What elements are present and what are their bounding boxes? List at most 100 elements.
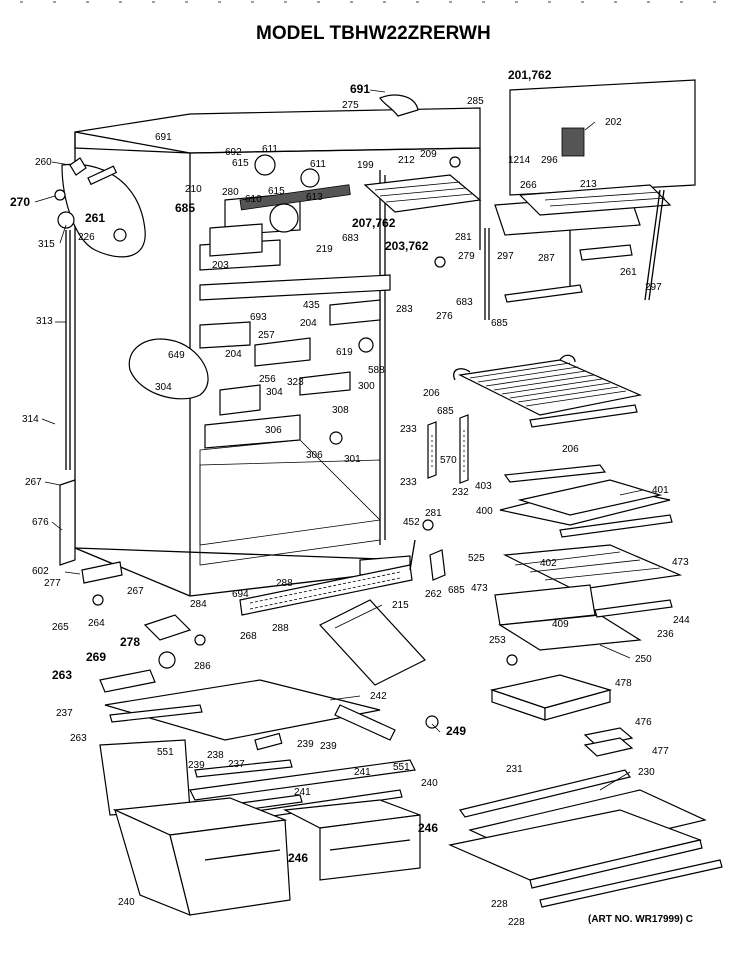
label-476: 476 — [635, 717, 652, 728]
label-204a: 204 — [300, 318, 317, 329]
glass-shelf-401 — [499, 464, 673, 538]
label-281b: 281 — [425, 508, 442, 519]
label-262: 262 — [425, 589, 442, 600]
label-228b: 228 — [508, 917, 525, 928]
label-219: 219 — [316, 244, 333, 255]
label-615b: 615 — [268, 186, 285, 197]
label-551b: 551 — [393, 762, 410, 773]
label-401: 401 — [652, 485, 669, 496]
label-478: 478 — [615, 678, 632, 689]
label-284: 284 — [190, 599, 207, 610]
label-296: 296 — [541, 155, 558, 166]
label-264: 264 — [88, 618, 105, 629]
label-435: 435 — [303, 300, 320, 311]
label-283: 283 — [396, 304, 413, 315]
label-267b: 267 — [127, 586, 144, 597]
label-323: 323 — [287, 377, 304, 388]
label-279: 279 — [458, 251, 475, 262]
label-691b: 691 — [155, 132, 172, 143]
model-title: MODEL TBHW22ZRERWH — [256, 23, 491, 44]
label-256: 256 — [259, 374, 276, 385]
crisper-drawer-left — [112, 797, 291, 916]
label-304b: 304 — [266, 387, 283, 398]
label-286: 286 — [194, 661, 211, 672]
label-213: 213 — [580, 179, 597, 190]
label-209: 209 — [420, 149, 437, 160]
label-588: 588 — [368, 365, 385, 376]
label-246b: 246 — [288, 851, 308, 865]
label-409: 409 — [552, 619, 569, 630]
label-403: 403 — [475, 481, 492, 492]
control-assembly — [209, 184, 351, 257]
label-613: 613 — [306, 192, 323, 203]
label-288b: 288 — [272, 623, 289, 634]
label-257: 257 — [258, 330, 275, 341]
label-610: 610 — [245, 194, 262, 205]
label-242: 242 — [370, 691, 387, 702]
label-241a: 241 — [354, 767, 371, 778]
label-206b: 206 — [562, 444, 579, 455]
label-232: 232 — [452, 487, 469, 498]
label-244: 244 — [673, 615, 690, 626]
label-301: 301 — [344, 454, 361, 465]
label-619: 619 — [336, 347, 353, 358]
crisper-shelf-402 — [494, 544, 683, 651]
label-231: 231 — [506, 764, 523, 775]
label-281a: 281 — [455, 232, 472, 243]
label-314: 314 — [22, 414, 39, 425]
label-692: 692 — [225, 147, 242, 158]
label-233b: 233 — [400, 477, 417, 488]
label-306a: 306 — [265, 425, 282, 436]
label-212: 212 — [398, 155, 415, 166]
label-233a: 233 — [400, 424, 417, 435]
label-304a: 304 — [155, 382, 172, 393]
label-300: 300 — [358, 381, 375, 392]
label-206a: 206 — [423, 388, 440, 399]
label-285: 285 — [467, 96, 484, 107]
label-306b: 306 — [306, 450, 323, 461]
label-297b: 297 — [645, 282, 662, 293]
label-236: 236 — [657, 629, 674, 640]
label-473b: 473 — [471, 583, 488, 594]
label-228a: 228 — [491, 899, 508, 910]
wire-shelf-206 — [453, 354, 642, 428]
label-649: 649 — [168, 350, 185, 361]
label-269: 269 — [86, 650, 106, 664]
tray-215 — [319, 599, 426, 686]
label-402: 402 — [540, 558, 557, 569]
label-452: 452 — [403, 517, 420, 528]
label-260: 260 — [35, 157, 52, 168]
label-270: 270 — [10, 195, 30, 209]
label-215: 215 — [392, 600, 409, 611]
grille-288 — [239, 564, 413, 616]
label-261: 261 — [85, 211, 105, 225]
label-473a: 473 — [672, 557, 689, 568]
label-275: 275 — [342, 100, 359, 111]
label-202: 202 — [605, 117, 622, 128]
label-249: 249 — [446, 724, 466, 738]
label-683b: 683 — [456, 297, 473, 308]
label-525: 525 — [468, 553, 485, 564]
label-693: 693 — [250, 312, 267, 323]
label-287: 287 — [538, 253, 555, 264]
label-308: 308 — [332, 405, 349, 416]
label-201762: 201,762 — [508, 68, 552, 82]
label-611a: 611 — [262, 144, 278, 155]
label-685d: 685 — [448, 585, 465, 596]
label-685a: 685 — [175, 201, 195, 215]
rear-panel-201 — [484, 79, 696, 320]
glass-shelf-242 — [104, 679, 381, 741]
label-226: 226 — [78, 232, 95, 243]
label-203762: 203,762 — [385, 239, 429, 253]
label-203: 203 — [212, 260, 229, 271]
label-239b: 239 — [320, 741, 337, 752]
label-683a: 683 — [342, 233, 359, 244]
label-240a: 240 — [421, 778, 438, 789]
hardware-parts — [54, 154, 518, 751]
label-210: 210 — [185, 184, 202, 195]
label-267a: 267 — [25, 477, 42, 488]
label-676: 676 — [32, 517, 49, 528]
label-250: 250 — [635, 654, 652, 665]
label-265: 265 — [52, 622, 69, 633]
